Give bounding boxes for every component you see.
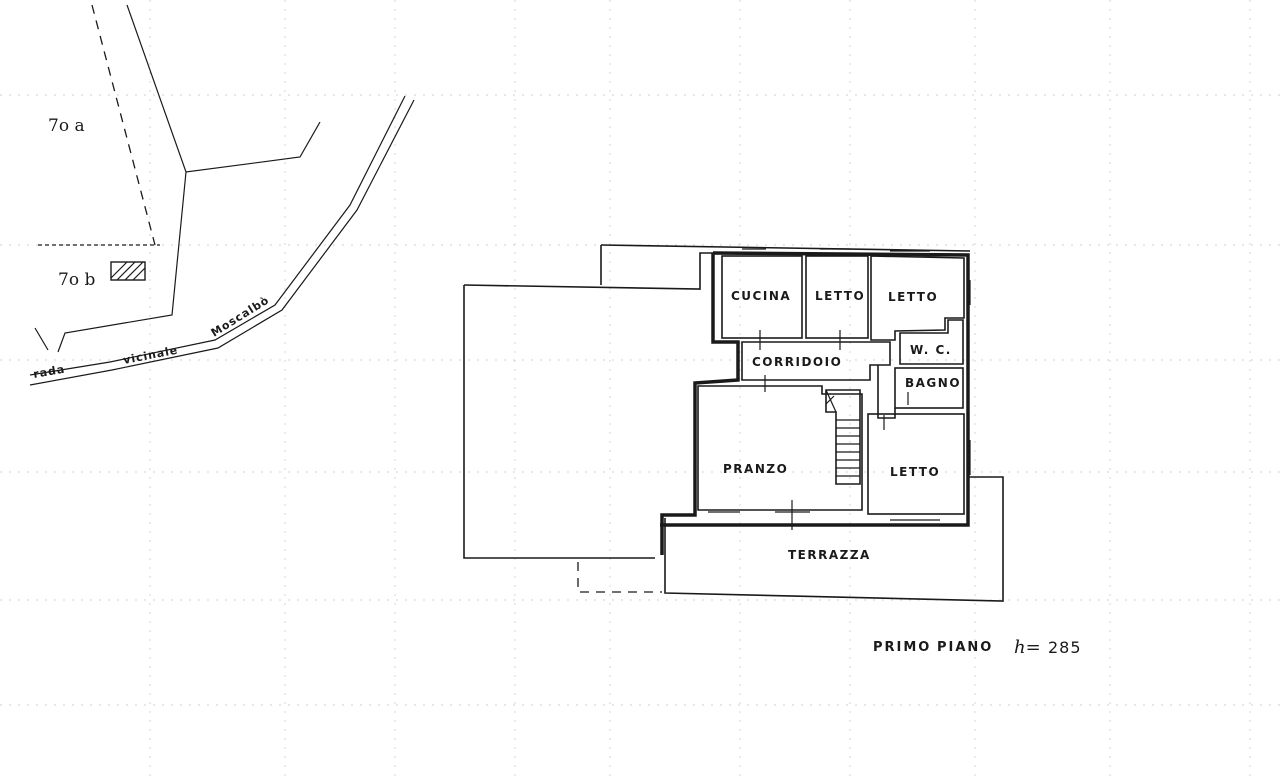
house-plan: CUCINA LETTO LETTO CORRIDOIO W. C. BAGNO… (463, 244, 1004, 602)
parcel-label-b: 7o b (58, 270, 95, 290)
caption-piano: PIANO (937, 640, 993, 655)
room-label-wc: W. C. (910, 343, 952, 357)
room-label-cucina: CUCINA (731, 289, 791, 303)
room-label-letto-3: LETTO (890, 465, 940, 479)
room-label-corridoio: CORRIDOIO (752, 355, 842, 369)
road-label-part1: rada (32, 363, 66, 381)
room-label-pranzo: PRANZO (723, 462, 788, 476)
parcel-label-a: 7o a (48, 116, 85, 136)
road-label-part2: vicinale (122, 344, 179, 367)
stairs (825, 389, 861, 485)
building-footprint-hatch (110, 261, 146, 281)
site-sketch: 7o a 7o b rada vicinale Moscalbò (29, 4, 415, 386)
plan-caption: PRIMO PIANO h= 285 (873, 637, 1082, 658)
room-label-bagno: BAGNO (905, 376, 961, 390)
caption-height-symbol: h= (1014, 637, 1041, 658)
caption-height-value: 285 (1048, 638, 1082, 657)
road-label-part3: Moscalbò (209, 293, 272, 339)
room-label-letto-2: LETTO (888, 290, 938, 304)
room-label-letto-1: LETTO (815, 289, 865, 303)
room-label-terrazza: TERRAZZA (788, 548, 871, 562)
caption-floor: PRIMO (873, 640, 931, 655)
